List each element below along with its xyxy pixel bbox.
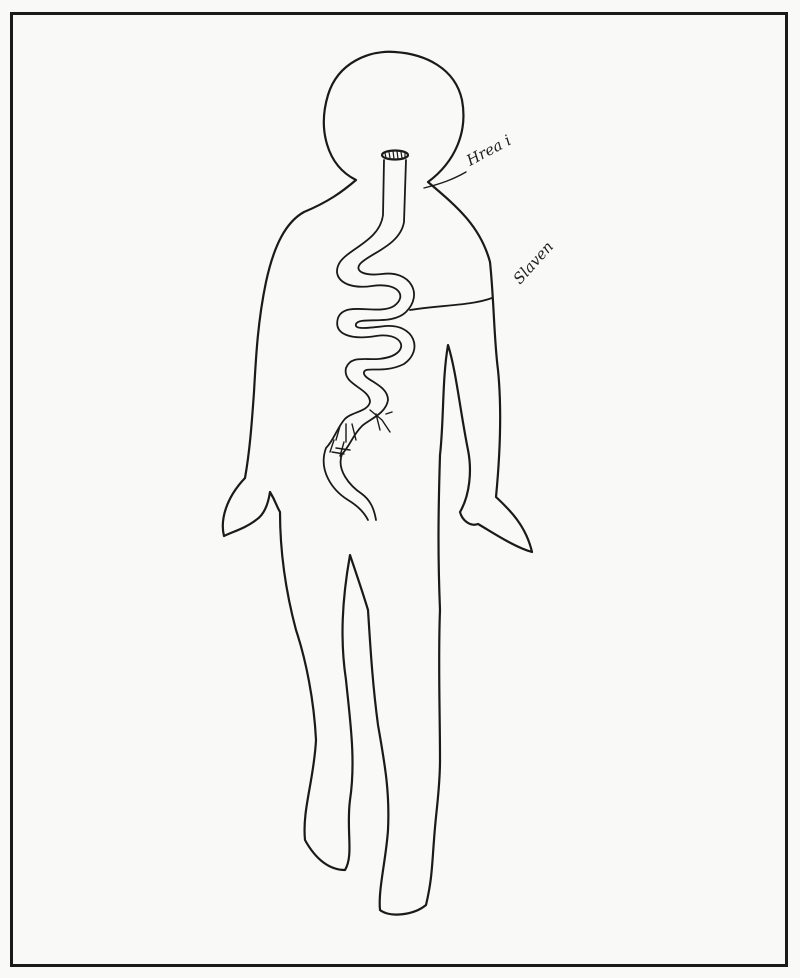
shoulder-label: Slaven — [510, 238, 558, 288]
digestive-tract-wall-left — [324, 160, 402, 520]
intestinal-branches — [330, 410, 392, 456]
body-outline — [223, 52, 532, 915]
digestive-tract-wall-right — [341, 160, 415, 520]
shoulder-line — [410, 298, 492, 310]
throat-label: Hrea i — [463, 131, 515, 170]
